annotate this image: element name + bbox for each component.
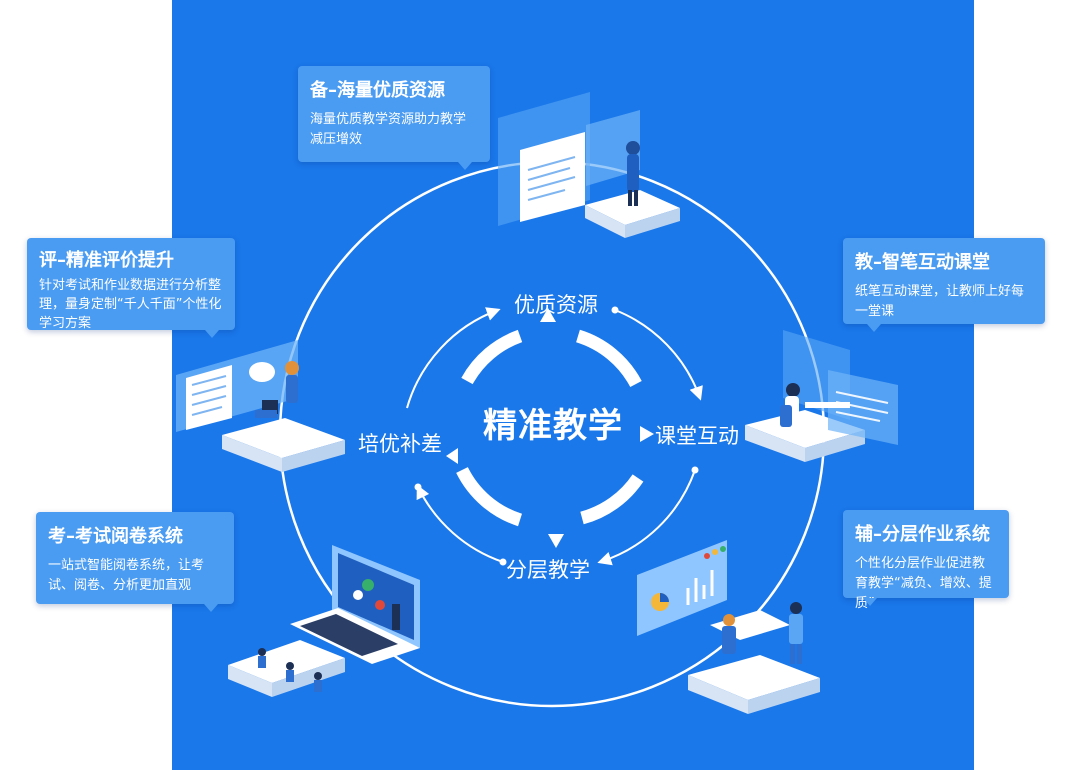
center-title: 精准教学 xyxy=(483,406,623,446)
card-prepare-title: 备–海量优质资源 xyxy=(310,80,445,101)
card-prepare-pointer xyxy=(458,162,472,170)
card-evaluate-pointer xyxy=(205,330,219,338)
label-quality-resources: 优质资源 xyxy=(514,293,598,317)
card-evaluate: 评–精准评价提升 针对考试和作业数据进行分析整理，量身定制“千人千面”个性化学习… xyxy=(27,238,235,338)
card-evaluate-title: 评–精准评价提升 xyxy=(39,250,174,271)
card-prepare-desc: 海量优质教学资源助力教学减压增效 xyxy=(310,112,467,147)
card-teach-desc: 纸笔互动课堂，让教师上好每一堂课 xyxy=(855,284,1025,319)
center-ring-pointers xyxy=(446,308,654,548)
assessment-board-illustration xyxy=(176,340,345,472)
classroom-desk-illustration xyxy=(745,330,898,462)
card-assist: 辅–分层作业系统 个性化分层作业促进教育教学“减负、增效、提质” xyxy=(843,510,1009,611)
card-exam: 考–考试阅卷系统 一站式智能阅卷系统，让考试、阅卷、分析更加直观 xyxy=(36,512,234,612)
card-teach-title: 教–智笔互动课堂 xyxy=(855,252,990,273)
card-assist-pointer xyxy=(863,598,877,606)
card-exam-pointer xyxy=(204,604,218,612)
label-enrichment-remediation: 培优补差 xyxy=(358,432,442,456)
cycle-dots xyxy=(414,306,699,566)
card-exam-desc: 一站式智能阅卷系统，让考试、阅卷、分析更加直观 xyxy=(48,558,205,593)
label-tiered-teaching: 分层教学 xyxy=(506,558,590,582)
card-teach-pointer xyxy=(867,324,881,332)
card-evaluate-desc: 针对考试和作业数据进行分析整理，量身定制“千人千面”个性化学习方案 xyxy=(39,278,222,331)
card-prepare: 备–海量优质资源 海量优质教学资源助力教学减压增效 xyxy=(298,66,490,170)
label-classroom-interaction: 课堂互动 xyxy=(655,424,739,448)
laptop-classroom-illustration xyxy=(228,545,420,697)
center-ring xyxy=(456,329,644,527)
data-charts-illustration xyxy=(637,540,820,714)
card-exam-title: 考–考试阅卷系统 xyxy=(48,526,183,547)
resource-screens-illustration xyxy=(498,92,680,238)
card-teach: 教–智笔互动课堂 纸笔互动课堂，让教师上好每一堂课 xyxy=(843,238,1045,332)
cycle-arrows xyxy=(406,307,703,566)
card-assist-title: 辅–分层作业系统 xyxy=(855,524,990,545)
